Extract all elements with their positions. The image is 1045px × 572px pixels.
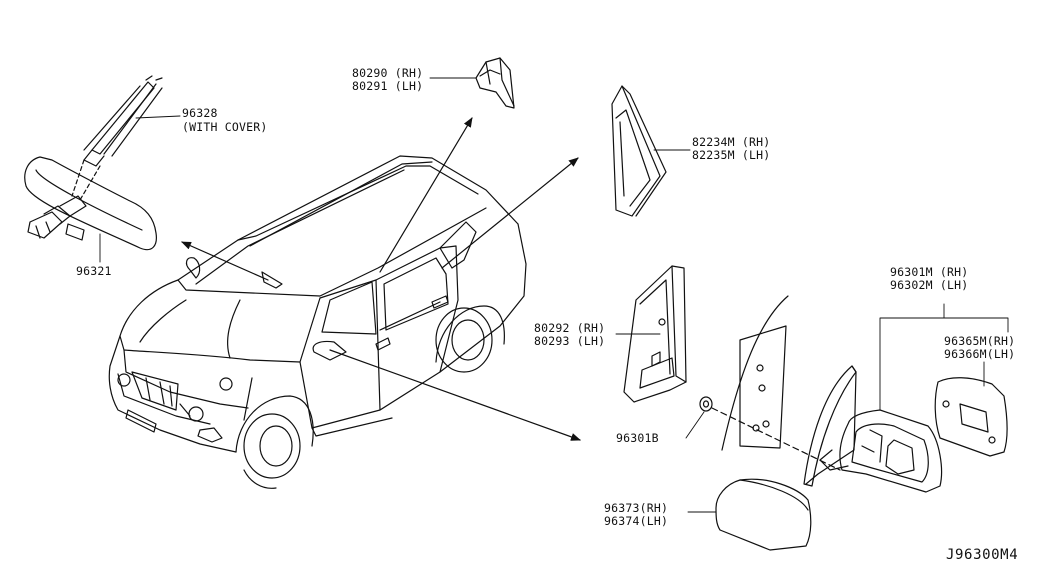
label-lower-corner-lh: 80293 (LH) <box>534 334 606 348</box>
inner-mirror <box>24 156 157 263</box>
mirror-harness <box>71 75 181 201</box>
label-harness-note: (WITH COVER) <box>182 120 268 134</box>
label-harness-number: 96328 <box>182 106 218 120</box>
grommet-part <box>685 396 841 471</box>
label-door-mirror-rh: 96301M (RH) <box>890 265 969 279</box>
label-cover-lh: 96374(LH) <box>604 514 669 528</box>
label-lower-corner-rh: 80292 (RH) <box>534 321 606 335</box>
label-glass-rh: 96365M(RH) <box>944 334 1016 348</box>
lower-corner-cover <box>615 265 687 403</box>
label-cover-rh: 96373(RH) <box>604 501 669 515</box>
door-finisher <box>611 85 691 217</box>
label-finisher-rh: 82234M (RH) <box>692 135 771 149</box>
mirror-glass <box>934 361 1008 457</box>
vehicle-body <box>108 155 527 489</box>
label-door-mirror-lh: 96302M (LH) <box>890 278 969 292</box>
mirror-cover <box>687 478 812 551</box>
label-upper-corner-lh: 80291 (LH) <box>352 79 424 93</box>
upper-corner-finisher <box>429 57 515 109</box>
label-upper-corner-rh: 80290 (RH) <box>352 66 424 80</box>
diagram-code: J96300M4 <box>946 547 1019 563</box>
door-mirror-assembly <box>819 303 1009 493</box>
door-sash <box>721 295 789 451</box>
label-glass-lh: 96366M(LH) <box>944 347 1016 361</box>
leader-arrows <box>181 117 581 441</box>
label-grommet: 96301B <box>616 431 659 445</box>
label-inner-mirror: 96321 <box>76 264 112 278</box>
label-finisher-lh: 82235M (LH) <box>692 148 771 162</box>
mirror-gasket <box>803 365 857 487</box>
